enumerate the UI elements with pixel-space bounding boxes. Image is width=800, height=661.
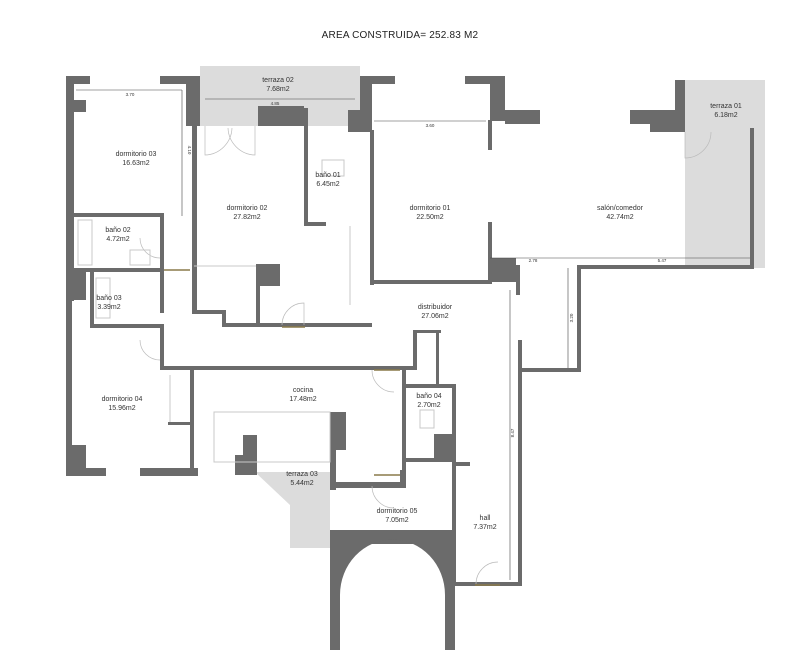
room-name: dormitorio 04 bbox=[102, 396, 143, 403]
dimension-lines bbox=[76, 89, 750, 580]
room-area: 6.45m2 bbox=[316, 181, 339, 188]
room-name: baño 04 bbox=[416, 393, 441, 400]
walls bbox=[66, 76, 754, 650]
dimension-label: 2.78 bbox=[529, 258, 538, 263]
room-name: dormitorio 02 bbox=[227, 205, 268, 212]
room-name: dormitorio 05 bbox=[377, 508, 418, 515]
room-name: terraza 01 bbox=[710, 103, 742, 110]
room-name: baño 01 bbox=[315, 172, 340, 179]
room-name: baño 02 bbox=[105, 227, 130, 234]
dimension-label: 5.47 bbox=[658, 258, 667, 263]
room-area: 22.50m2 bbox=[416, 214, 443, 221]
terraza-03-area bbox=[255, 472, 330, 548]
room-area: 42.74m2 bbox=[606, 214, 633, 221]
room-area: 2.70m2 bbox=[417, 402, 440, 409]
room-name: baño 03 bbox=[96, 295, 121, 302]
dimension-label: 3.20 bbox=[569, 313, 574, 322]
room-area: 27.82m2 bbox=[233, 214, 260, 221]
room-area: 4.72m2 bbox=[106, 236, 129, 243]
room-area: 16.63m2 bbox=[122, 160, 149, 167]
room-area: 6.18m2 bbox=[714, 112, 737, 119]
room-labels: dormitorio 03 16.63m2 terraza 02 7.68m2 … bbox=[96, 77, 742, 531]
room-area: 5.44m2 bbox=[290, 480, 313, 487]
dimension-label: 8.47 bbox=[510, 428, 515, 437]
room-name: terraza 02 bbox=[262, 77, 294, 84]
room-area: 7.68m2 bbox=[266, 86, 289, 93]
fixtures bbox=[77, 159, 435, 463]
room-area: 7.05m2 bbox=[385, 517, 408, 524]
room-name: terraza 03 bbox=[286, 471, 318, 478]
room-name: cocina bbox=[293, 387, 313, 394]
room-area: 27.06m2 bbox=[421, 313, 448, 320]
room-area: 7.37m2 bbox=[473, 524, 496, 531]
dimension-label: 4.85 bbox=[271, 101, 280, 106]
doors bbox=[139, 126, 712, 586]
room-area: 17.48m2 bbox=[289, 396, 316, 403]
dimension-label: 3.70 bbox=[126, 92, 135, 97]
room-name: salón/comedor bbox=[597, 205, 644, 212]
room-name: hall bbox=[480, 515, 491, 522]
room-name: dormitorio 03 bbox=[116, 151, 157, 158]
dimension-label: 3.60 bbox=[426, 123, 435, 128]
area-construida-title: AREA CONSTRUIDA= 252.83 M2 bbox=[321, 30, 479, 41]
room-area: 3.39m2 bbox=[97, 304, 120, 311]
room-name: distribuidor bbox=[418, 304, 453, 311]
room-area: 15.96m2 bbox=[108, 405, 135, 412]
dimension-label: 4.10 bbox=[187, 146, 192, 155]
room-name: dormitorio 01 bbox=[410, 205, 451, 212]
